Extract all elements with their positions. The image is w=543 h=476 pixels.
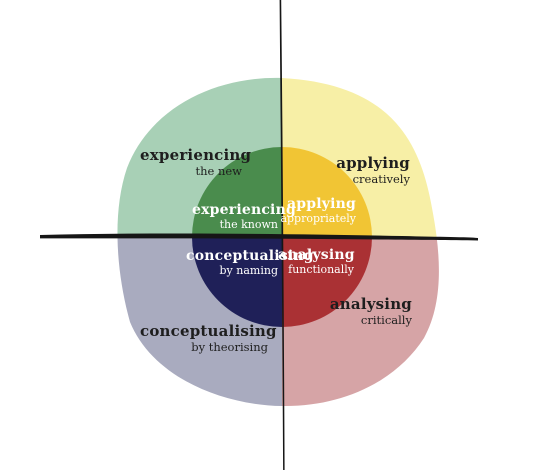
label-subtitle: critically (360, 312, 412, 327)
label-subtitle: creatively (352, 171, 410, 186)
label-conceptualising-by-naming: conceptualising by naming (186, 248, 314, 277)
label-subtitle: functionally (288, 262, 354, 276)
label-title: analysing (329, 295, 412, 313)
inner-region-bottom-right (282, 237, 372, 327)
label-title: experiencing (192, 202, 296, 218)
label-title: conceptualising (186, 248, 314, 264)
label-subtitle: the known (219, 217, 278, 231)
label-analysing-critically: analysing critically (318, 295, 412, 327)
label-applying-creatively: applying creatively (315, 154, 410, 186)
label-subtitle: by naming (219, 263, 278, 277)
label-subtitle: appropriately (280, 211, 356, 225)
inner-region-bottom-left (192, 237, 282, 327)
label-title: analysing (278, 247, 355, 263)
label-applying-appropriately: applying appropriately (276, 197, 356, 224)
inner-region-top-left (192, 147, 282, 237)
label-title: experiencing (140, 146, 252, 164)
label-title: applying (336, 154, 410, 172)
horizontal-axis (40, 233, 478, 241)
label-title: conceptualising (140, 322, 277, 340)
label-conceptualising-by-theorising: conceptualising by theorising (140, 322, 277, 354)
vertical-axis (279, 0, 285, 470)
label-experiencing-the-new: experiencing the new (140, 146, 252, 178)
inner-region-top-right (282, 147, 372, 237)
label-analysing-functionally: analysing functionally (278, 247, 355, 276)
label-subtitle: the new (195, 163, 242, 178)
label-title: applying (287, 196, 356, 212)
label-subtitle: by theorising (191, 339, 268, 354)
label-experiencing-the-known: experiencing the known (192, 202, 296, 231)
